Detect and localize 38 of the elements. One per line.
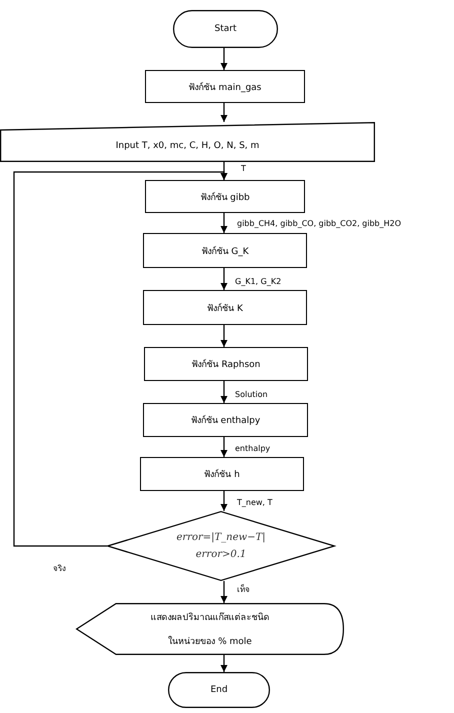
arrow <box>220 437 228 457</box>
node-text: End <box>210 685 228 695</box>
condition-text: error=|T_new−T| <box>176 532 266 543</box>
arrow <box>220 491 228 511</box>
edge-label: Solution <box>234 390 269 399</box>
process-box <box>144 347 308 381</box>
arrow <box>220 655 228 672</box>
process-box <box>143 403 308 437</box>
node-text: ฟังก์ชัน G_K <box>201 245 249 258</box>
arrow <box>220 381 228 403</box>
node-text: แสดงผลปริมาณแก๊สแต่ละชนิด <box>150 611 270 624</box>
arrow <box>220 48 228 70</box>
node-text: ฟังก์ชัน h <box>204 468 240 481</box>
node-text: ฟังก์ชัน gibb <box>200 191 250 204</box>
edge-label: gibb_CH4, gibb_CO, gibb_CO2, gibb_H2O <box>236 219 402 228</box>
arrow <box>220 103 228 122</box>
node-text: ฟังก์ชัน K <box>207 302 243 314</box>
node-text: ฟังก์ชัน enthalpy <box>190 414 260 427</box>
arrow <box>220 268 228 290</box>
process-box <box>140 457 304 491</box>
process-box <box>143 290 307 325</box>
process-box <box>145 70 305 103</box>
edge-label: enthalpy <box>234 444 272 453</box>
node-text: Input T, x0, mc, C, H, O, N, S, m <box>116 141 260 151</box>
node-text: ฟังก์ชัน main_gas <box>188 81 262 94</box>
node-text: ในหน่วยของ % mole <box>168 634 252 648</box>
arrow <box>220 213 228 233</box>
edge-label: G_K1, G_K2 <box>234 277 282 286</box>
arrow <box>220 325 228 347</box>
edge-label: T_new, T <box>236 498 274 507</box>
edge-label: T <box>240 164 247 173</box>
condition-text: error>0.1 <box>196 549 246 560</box>
process-box <box>143 233 307 268</box>
arrow <box>220 581 228 603</box>
process-box <box>145 180 305 213</box>
node-text: ฟังก์ชัน Raphson <box>192 358 260 371</box>
arrow <box>13 171 228 547</box>
node-text: Start <box>214 24 236 34</box>
